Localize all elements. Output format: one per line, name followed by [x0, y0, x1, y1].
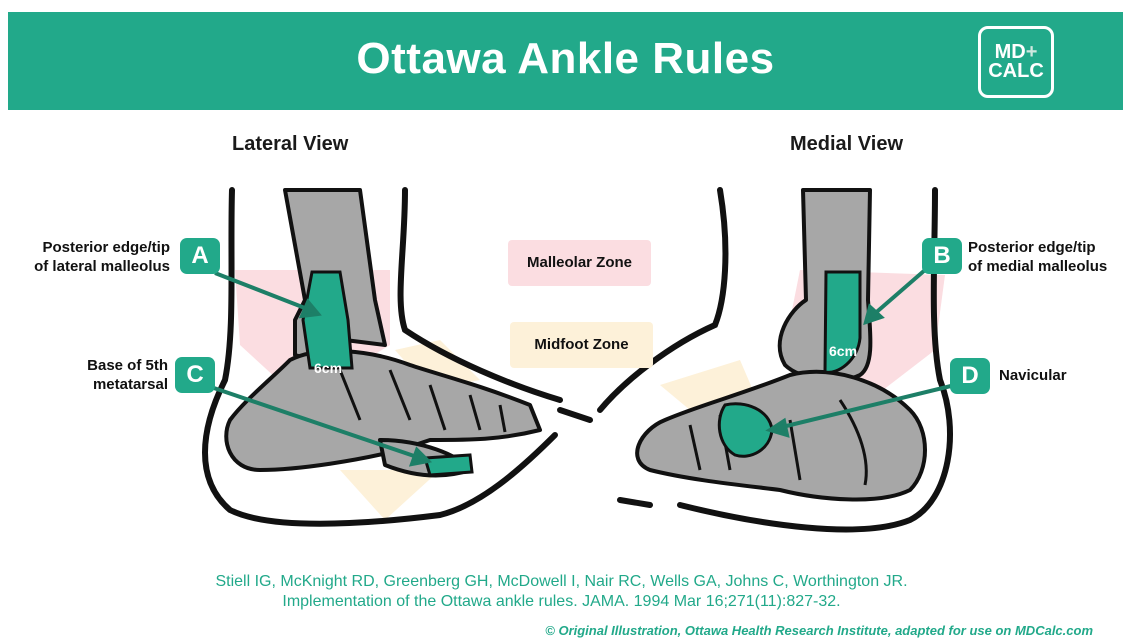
label-a-line1: Posterior edge/tip: [42, 239, 170, 256]
citation-line2: Implementation of the Ottawa ankle rules…: [282, 593, 840, 610]
badge-d: D: [950, 358, 990, 394]
label-c: Base of 5th metatarsal: [60, 356, 168, 394]
fifth-metatarsal-highlight: [425, 455, 472, 475]
malleolar-zone-label: Malleolar Zone: [508, 240, 651, 286]
badge-c: C: [175, 357, 215, 393]
label-b-line2: of medial malleolus: [968, 258, 1107, 275]
label-b-line1: Posterior edge/tip: [968, 239, 1096, 256]
label-c-line1: Base of 5th: [87, 357, 168, 374]
badge-b: B: [922, 238, 962, 274]
copyright-notice: © Original Illustration, Ottawa Health R…: [545, 623, 1093, 638]
lateral-6cm-label: 6cm: [314, 360, 342, 376]
label-a-line2: of lateral malleolus: [34, 258, 170, 275]
badge-a: A: [180, 238, 220, 274]
citation-line1: Stiell IG, McKnight RD, Greenberg GH, Mc…: [215, 573, 907, 590]
midfoot-zone-label: Midfoot Zone: [510, 322, 653, 368]
label-d: Navicular: [999, 366, 1067, 385]
label-a: Posterior edge/tip of lateral malleolus: [30, 238, 170, 276]
medial-6cm-label: 6cm: [829, 343, 857, 359]
citation: Stiell IG, McKnight RD, Greenberg GH, Mc…: [0, 572, 1123, 612]
label-c-line2: metatarsal: [93, 376, 168, 393]
label-b: Posterior edge/tip of medial malleolus: [968, 238, 1118, 276]
lateral-midfoot-zone-bottom: [340, 470, 440, 520]
